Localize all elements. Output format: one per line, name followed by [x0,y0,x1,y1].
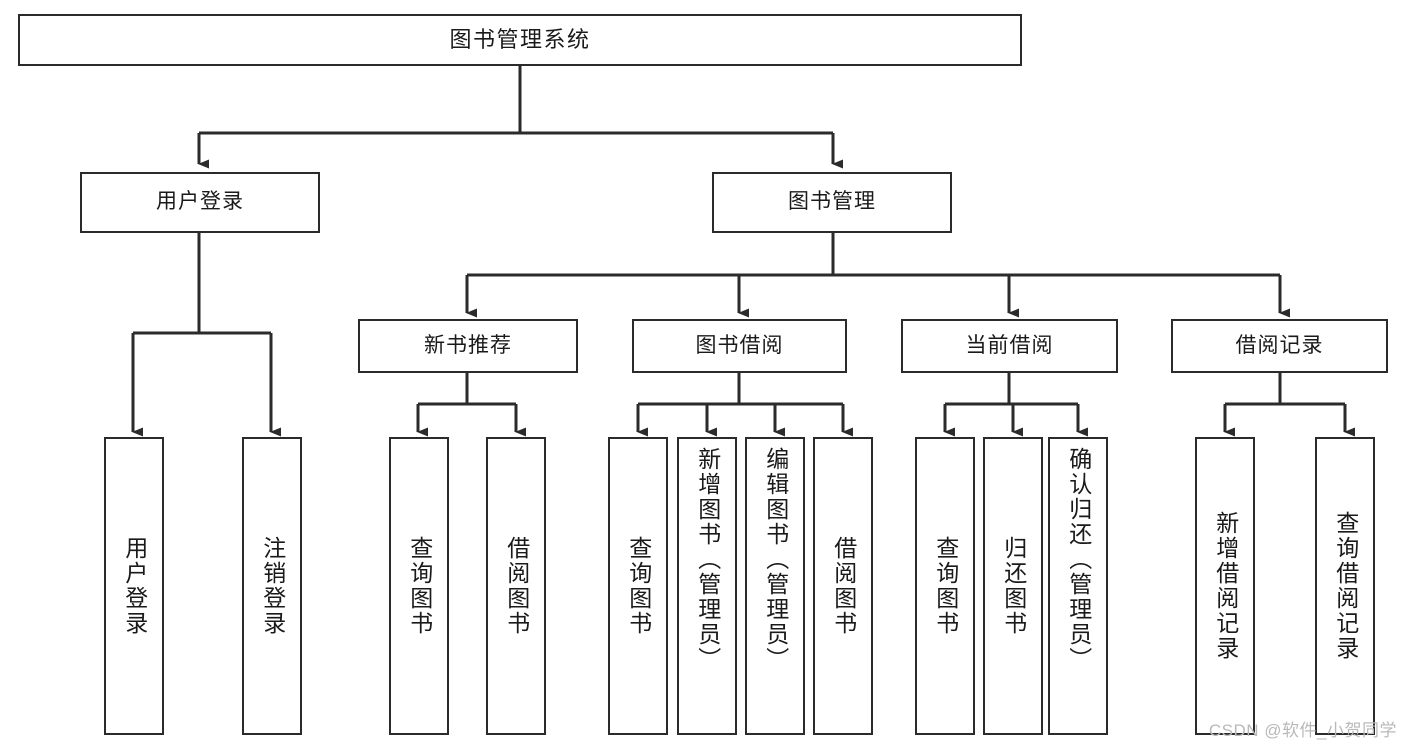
node-leaf-borrow-book-borrow[interactable]: 借阅图书 [813,437,873,735]
node-label: 新增借阅记录 [1212,511,1239,661]
node-leaf-user-login[interactable]: 用户登录 [104,437,164,735]
node-leaf-borrow-book-recommend[interactable]: 借阅图书 [486,437,546,735]
node-leaf-query-borrow-record[interactable]: 查询借阅记录 [1315,437,1375,735]
node-leaf-add-book[interactable]: 新增图书（管理员） [677,437,737,735]
node-leaf-query-book-borrow[interactable]: 查询图书 [608,437,668,735]
csdn-watermark: CSDN @软件_小贺同学 [1208,721,1397,740]
node-leaf-edit-book[interactable]: 编辑图书（管理员） [745,437,805,735]
node-label: 图书管理系统 [449,27,591,53]
node-label: 查询图书 [406,536,433,636]
node-leaf-query-book-recommend[interactable]: 查询图书 [389,437,449,735]
node-borrow-record[interactable]: 借阅记录 [1171,319,1388,373]
node-leaf-add-borrow-record[interactable]: 新增借阅记录 [1195,437,1255,735]
node-current-borrow[interactable]: 当前借阅 [901,319,1118,373]
node-label: 用户登录 [156,190,244,214]
node-label: 当前借阅 [965,333,1054,357]
node-label: 归还图书 [1000,536,1027,636]
node-book-borrow[interactable]: 图书借阅 [632,319,847,373]
node-new-book-recommend[interactable]: 新书推荐 [358,319,578,373]
node-root-book-management-system[interactable]: 图书管理系统 [18,14,1022,66]
node-label: 图书借阅 [695,333,784,357]
node-leaf-query-book-current[interactable]: 查询图书 [915,437,975,735]
node-label: 新书推荐 [424,333,512,357]
node-leaf-user-logout[interactable]: 注销登录 [242,437,302,735]
node-book-management[interactable]: 图书管理 [712,172,952,233]
node-label: 查询图书 [625,536,652,636]
node-label: 借阅图书 [830,536,857,636]
node-label: 用户登录 [121,536,148,636]
node-leaf-confirm-return[interactable]: 确认归还（管理员） [1048,437,1108,735]
node-label: 图书管理 [788,190,876,214]
node-label: 查询图书 [932,536,959,636]
node-label: 查询借阅记录 [1332,511,1359,661]
node-label: 新增图书（管理员） [694,447,721,672]
node-user-login[interactable]: 用户登录 [80,172,320,233]
node-label: 借阅记录 [1235,333,1324,357]
node-label: 借阅图书 [503,536,530,636]
node-label: 编辑图书（管理员） [762,447,789,672]
node-leaf-return-book[interactable]: 归还图书 [983,437,1043,735]
node-label: 注销登录 [259,536,286,636]
node-label: 确认归还（管理员） [1065,447,1092,672]
